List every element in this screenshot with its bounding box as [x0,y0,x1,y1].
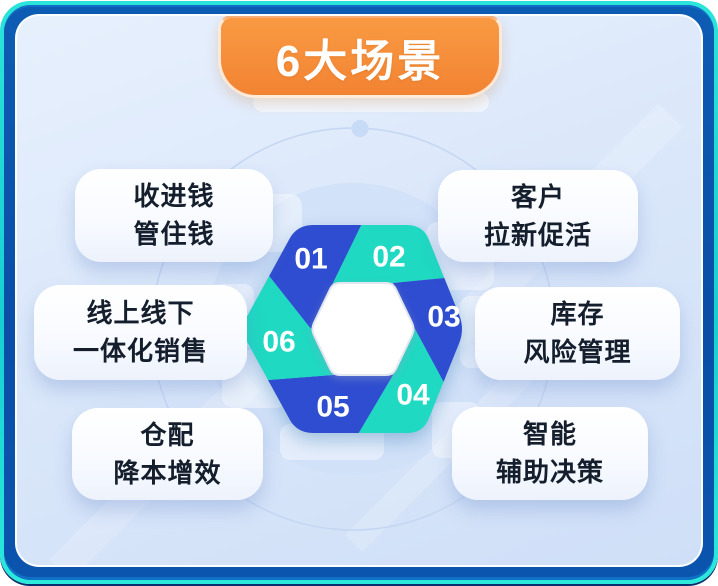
hexagon-segment-03 [393,278,462,382]
card-line: 线上线下 [86,298,195,329]
ring-dot [351,120,369,137]
card-line: 风险管理 [523,337,632,367]
scenario-card-1: 收进钱 管住钱 [75,169,273,262]
hexagon-segment-04 [358,329,444,433]
card-line: 降本增效 [113,457,222,488]
page-title: 6大场景 [275,36,445,86]
light-streak [345,358,539,552]
stage: 01 02 03 04 05 06 6大场景 收进钱 管住钱 [17,16,701,565]
hexagon-segment-05 [267,375,393,433]
card-line: 拉新促活 [483,219,592,250]
hexagon-number-03: 03 [427,301,460,334]
scenario-card-4: 库存 风险管理 [475,287,680,380]
title-banner: 6大场景 [218,16,502,98]
hexagon-number-02: 02 [372,241,405,274]
hexagon-center [311,282,415,376]
card-line: 辅助决策 [495,457,604,487]
scenario-card-5: 仓配 降本增效 [72,408,263,500]
hexagon-number-05: 05 [316,391,349,424]
hexagon-cycle: 01 02 03 04 05 06 [243,225,462,433]
scenario-card-2: 客户 拉新促活 [438,170,638,262]
card-line: 收进钱 [133,181,215,212]
scenario-card-6: 智能 辅助决策 [452,407,648,500]
hexagon-number-06: 06 [262,326,295,359]
hexagon-segment-06 [243,276,333,380]
hexagon-number-01: 01 [294,243,327,276]
card-line: 管住钱 [133,219,215,249]
hexagon-number-04: 04 [396,379,430,412]
scenario-card-3: 线上线下 一体化销售 [34,285,247,380]
content-area: 01 02 03 04 05 06 6大场景 收进钱 管住钱 [15,14,703,567]
hexagon-segment-02 [333,225,445,283]
card-line: 库存 [550,299,605,330]
card-line: 仓配 [140,419,195,450]
card-line: 客户 [510,181,565,212]
card-line: 智能 [522,419,577,450]
card-line: 一体化销售 [72,336,208,366]
hexagon-segment-01 [269,225,362,329]
